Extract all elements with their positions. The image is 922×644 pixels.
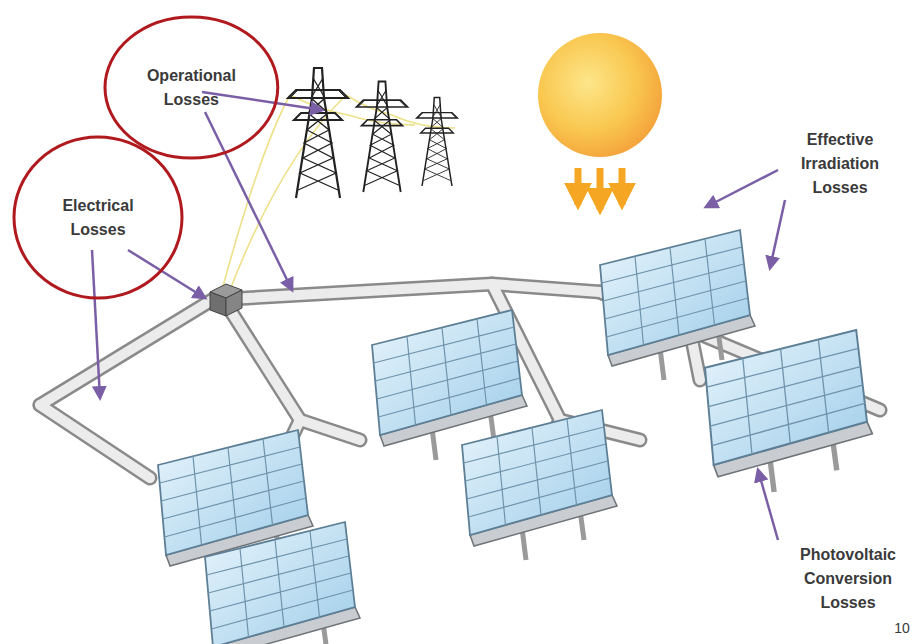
red-circle-outline xyxy=(103,15,280,160)
transmission-tower xyxy=(417,98,458,186)
circled-label: Operational Losses xyxy=(103,15,280,160)
loss-label: Effective Irradiation Losses xyxy=(781,128,899,200)
loss-label: Photovoltaic Conversion Losses xyxy=(786,543,910,615)
transmission-tower xyxy=(288,68,348,198)
transmission-tower xyxy=(357,82,408,193)
red-circle xyxy=(14,137,182,298)
sun xyxy=(538,33,662,157)
junction-box xyxy=(210,284,242,316)
page-number: 10 xyxy=(887,616,917,640)
sun-rays xyxy=(578,168,622,210)
red-circle-outline xyxy=(12,135,184,300)
loss-category-text: Electrical Losses xyxy=(48,194,148,242)
circled-label: Electrical Losses xyxy=(12,135,184,300)
pv-panel xyxy=(705,330,872,492)
loss-category-text: Operational Losses xyxy=(134,64,249,112)
pv-panel xyxy=(205,522,360,644)
pv-panel xyxy=(600,230,755,380)
pv-panel xyxy=(462,410,617,560)
red-circle xyxy=(105,17,278,158)
